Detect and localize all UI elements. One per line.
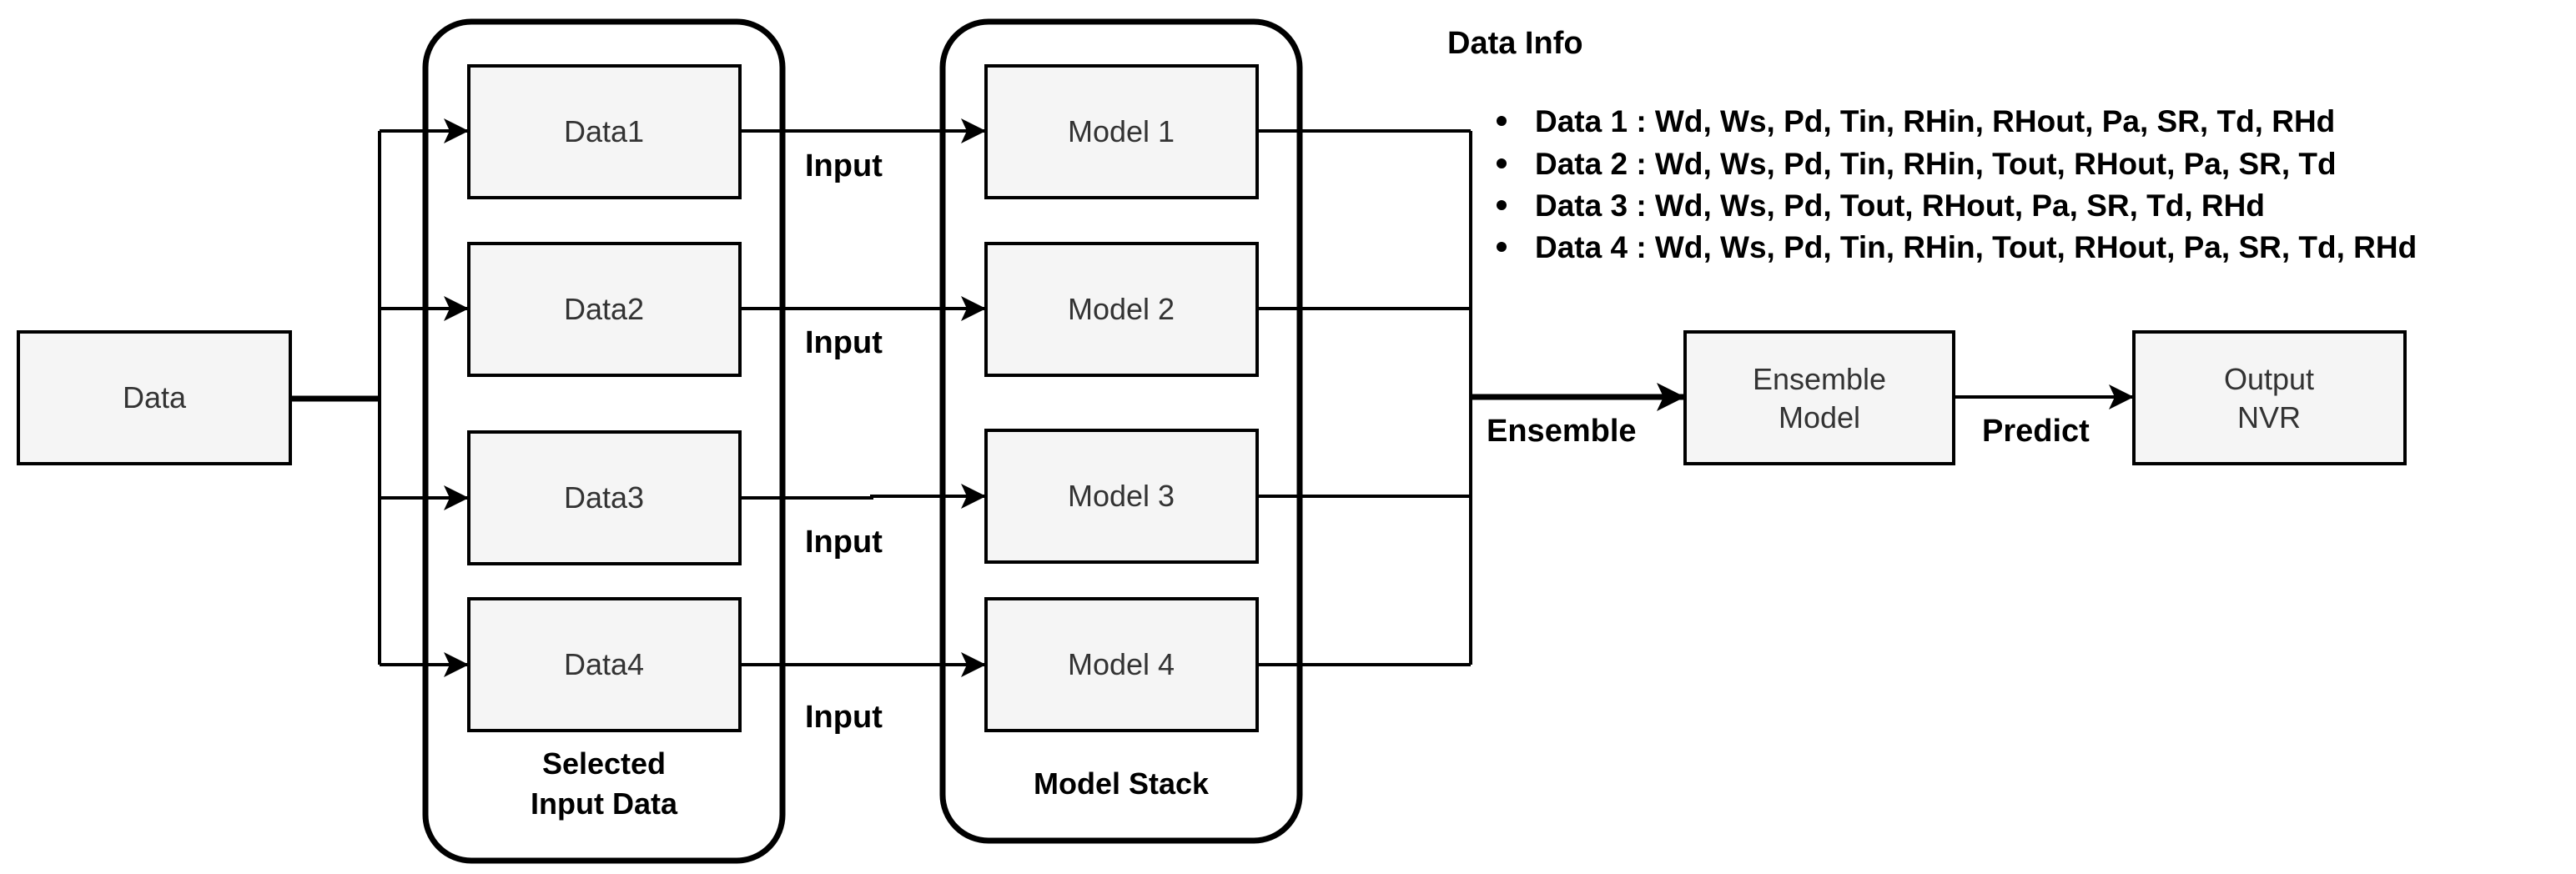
bullet-icon bbox=[1497, 158, 1507, 168]
data-info-title: Data Info bbox=[1447, 26, 1583, 61]
data-info-item-1: Data 1 : Wd, Ws, Pd, Tin, RHin, RHout, P… bbox=[1535, 104, 2335, 138]
node-model1: Model 1 bbox=[984, 64, 1259, 199]
node-model3-label: Model 3 bbox=[1068, 479, 1175, 513]
node-ensemble-model: Ensemble Model bbox=[1683, 330, 1955, 465]
edge-label-input-3: Input bbox=[805, 525, 883, 560]
data-info-list: Data 1 : Wd, Ws, Pd, Tin, RHin, RHout, P… bbox=[1497, 104, 2417, 264]
data-info-item-4: Data 4 : Wd, Ws, Pd, Tin, RHin, Tout, RH… bbox=[1535, 230, 2417, 264]
node-model2: Model 2 bbox=[984, 242, 1259, 377]
node-data3-label: Data3 bbox=[564, 480, 644, 515]
edge-label-input-4: Input bbox=[805, 700, 883, 735]
group-label-model-stack: Model Stack bbox=[1034, 766, 1210, 801]
node-data4: Data4 bbox=[467, 597, 742, 732]
bullet-icon bbox=[1497, 242, 1507, 252]
edge-data3-model3 bbox=[740, 484, 986, 509]
node-data1-label: Data1 bbox=[564, 114, 644, 148]
bullet-icon bbox=[1497, 200, 1507, 210]
node-data2: Data2 bbox=[467, 242, 742, 377]
group-label-selected-line1: Selected bbox=[542, 746, 666, 781]
node-output-line2: NVR bbox=[2237, 400, 2301, 434]
node-model4: Model 4 bbox=[984, 597, 1259, 732]
edge-label-predict: Predict bbox=[1982, 414, 2090, 449]
node-data4-label: Data4 bbox=[564, 647, 644, 681]
node-ensemble-model-line2: Model bbox=[1779, 400, 1860, 434]
edge-label-input-1: Input bbox=[805, 148, 883, 183]
node-model3: Model 3 bbox=[984, 429, 1259, 564]
node-output-line1: Output bbox=[2224, 362, 2314, 396]
node-model2-label: Model 2 bbox=[1068, 292, 1175, 326]
node-data2-label: Data2 bbox=[564, 292, 644, 326]
data-info-item-2: Data 2 : Wd, Ws, Pd, Tin, RHin, Tout, RH… bbox=[1535, 147, 2337, 181]
edge-label-ensemble: Ensemble bbox=[1487, 414, 1637, 449]
node-data: Data bbox=[17, 330, 292, 465]
node-output-nvr: Output NVR bbox=[2132, 330, 2407, 465]
node-ensemble-model-line1: Ensemble bbox=[1753, 362, 1886, 396]
node-data1: Data1 bbox=[467, 64, 742, 199]
bullet-icon bbox=[1497, 116, 1507, 126]
node-data-label: Data bbox=[123, 380, 187, 414]
node-model4-label: Model 4 bbox=[1068, 647, 1175, 681]
group-label-selected-line2: Input Data bbox=[531, 786, 678, 821]
node-model1-label: Model 1 bbox=[1068, 114, 1175, 148]
model-stack-group bbox=[939, 18, 1303, 844]
edge-label-input-2: Input bbox=[805, 325, 883, 360]
data-info-item-3: Data 3 : Wd, Ws, Pd, Tout, RHout, Pa, SR… bbox=[1535, 188, 2265, 223]
node-data3: Data3 bbox=[467, 430, 742, 565]
selected-input-data-group bbox=[422, 18, 786, 864]
